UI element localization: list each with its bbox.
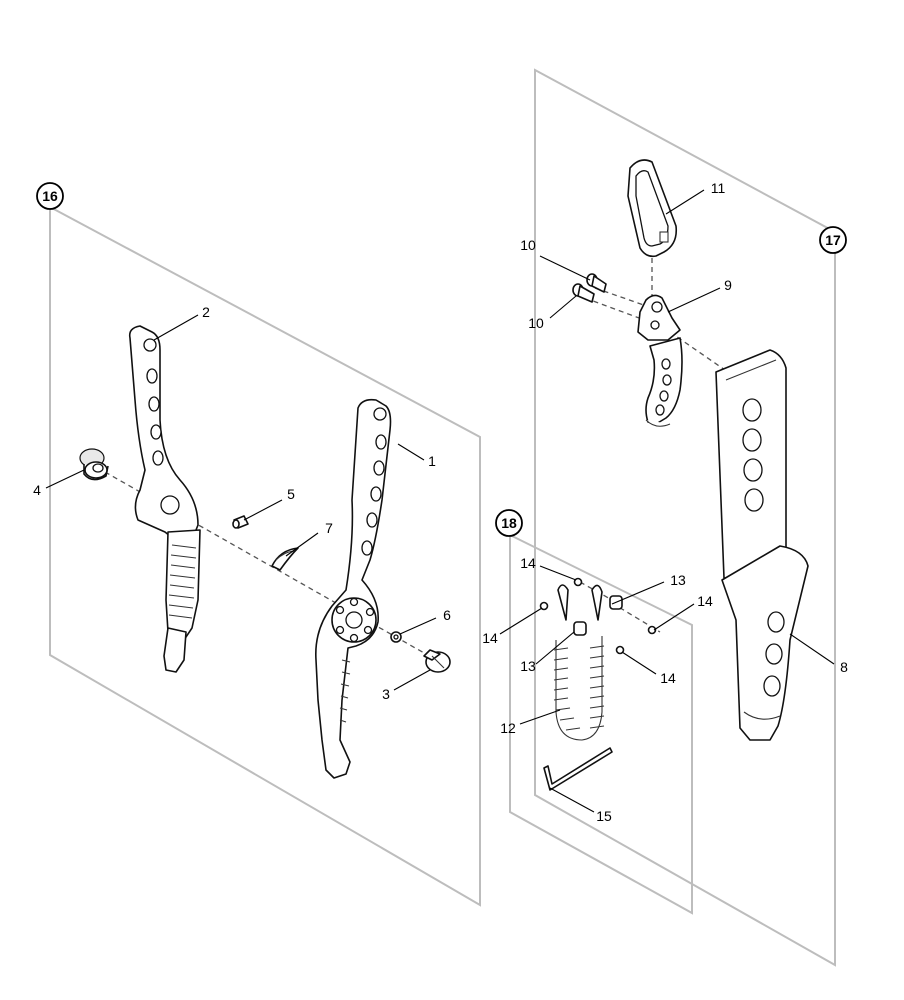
group-label-18: 18 — [501, 515, 517, 531]
callout-14-a: 14 — [520, 555, 536, 571]
group-marker-18: 18 — [495, 509, 523, 537]
callout-10-lower: 10 — [528, 315, 544, 331]
callout-13-upper: 13 — [670, 572, 686, 588]
assembly-frame-16 — [49, 205, 481, 907]
jaw-right-part — [315, 398, 392, 779]
assembly-frame-17 — [534, 68, 836, 967]
group-marker-16: 16 — [36, 182, 64, 210]
screw-part — [423, 649, 451, 673]
belt-clip-part — [637, 294, 683, 427]
bolt-upper-part — [586, 273, 607, 293]
assembly-frame-18 — [509, 533, 693, 915]
callout-5: 5 — [287, 486, 295, 502]
washer-part — [390, 631, 402, 643]
sheath-part — [715, 349, 809, 741]
callout-9: 9 — [724, 277, 732, 293]
callout-14-d: 14 — [660, 670, 676, 686]
handle-left-part — [128, 325, 201, 673]
callout-15: 15 — [596, 808, 612, 824]
group-label-16: 16 — [42, 188, 58, 204]
carabiner-part — [627, 159, 678, 258]
pin-part — [232, 515, 249, 529]
spring-part — [271, 547, 299, 571]
callout-2: 2 — [202, 304, 210, 320]
callout-3: 3 — [382, 686, 390, 702]
set-screw-a-part — [573, 577, 583, 587]
callout-13-lower: 13 — [520, 658, 536, 674]
set-screw-b-part — [539, 601, 549, 611]
callout-1: 1 — [428, 453, 436, 469]
leader-lines — [45, 189, 835, 813]
bolt-lower-part — [572, 283, 595, 303]
callout-12: 12 — [500, 720, 516, 736]
callout-4: 4 — [33, 482, 41, 498]
bushing-part — [79, 448, 109, 481]
set-screw-c-part — [647, 625, 657, 635]
coil-lanyard-part — [553, 584, 605, 741]
hex-key-part — [543, 747, 613, 791]
cord-stop-lower-part — [573, 621, 587, 636]
callout-10-upper: 10 — [520, 237, 536, 253]
callout-11: 11 — [711, 180, 726, 196]
callout-14-b: 14 — [482, 630, 498, 646]
group-marker-17: 17 — [819, 226, 847, 254]
callout-7: 7 — [325, 520, 333, 536]
group-label-17: 17 — [825, 232, 841, 248]
set-screw-d-part — [615, 645, 625, 655]
callout-14-c: 14 — [697, 593, 713, 609]
callout-6: 6 — [443, 607, 451, 623]
callout-8: 8 — [840, 659, 848, 675]
